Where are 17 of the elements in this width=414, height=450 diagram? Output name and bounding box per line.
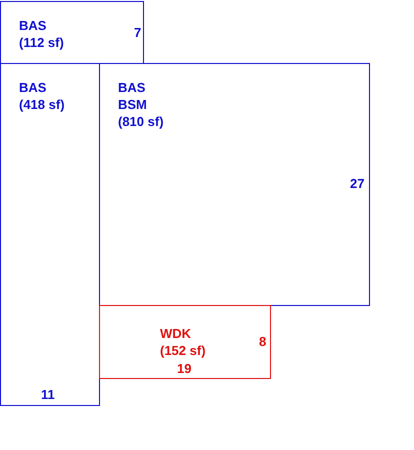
room-label: BAS <box>19 79 46 96</box>
dimension-label: 19 <box>177 361 192 376</box>
dimension-label: 7 <box>134 25 142 40</box>
room-label: BAS <box>118 79 146 96</box>
room-label: (112 sf) <box>19 34 64 51</box>
room-label: BSM <box>118 96 147 113</box>
dimension-label: 27 <box>350 176 364 191</box>
room-label: WDK <box>160 325 192 342</box>
room-label: BAS <box>19 17 46 34</box>
room-outline <box>0 1 144 64</box>
dimension-label: 11 <box>41 387 55 402</box>
room-label: (810 sf) <box>118 113 164 130</box>
dimension-label: 8 <box>259 334 266 349</box>
room-outline <box>99 305 271 379</box>
room-label: (152 sf) <box>160 342 206 359</box>
room-outline <box>0 63 100 406</box>
room-label: (418 sf) <box>19 96 65 113</box>
